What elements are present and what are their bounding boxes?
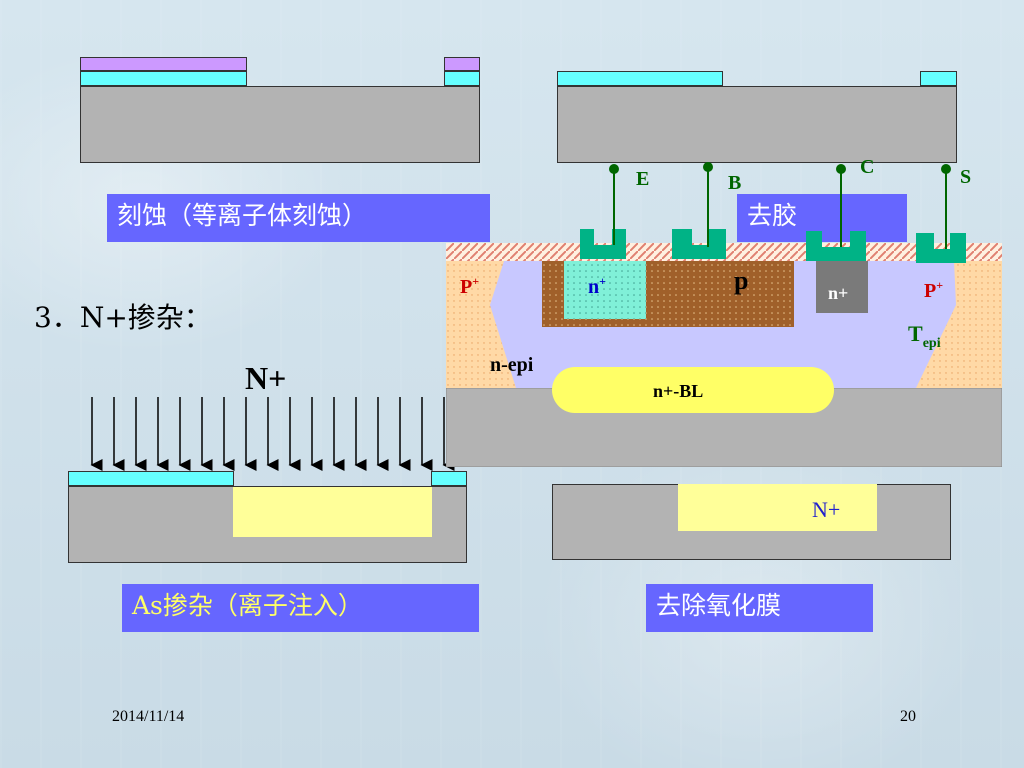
n-plus-buried-layer — [552, 367, 834, 413]
terminal-e: E — [636, 168, 649, 190]
n-plus-emitter — [564, 261, 646, 319]
etch-caption: 刻蚀（等离子体刻蚀） — [107, 194, 490, 242]
oxide-right — [444, 71, 480, 86]
photoresist-left — [80, 57, 247, 71]
tepi-label: Tepi — [908, 321, 941, 351]
photoresist-right — [444, 57, 480, 71]
implant-caption: As掺杂（离子注入） — [122, 584, 479, 632]
implant-arrows — [90, 397, 455, 471]
remove-oxide-caption: 去除氧化膜 — [646, 584, 873, 632]
p-plus-right: P+ — [924, 278, 943, 302]
terminal-s: S — [960, 166, 971, 188]
base-contact — [672, 229, 726, 259]
emitter-label: n+ — [588, 274, 606, 298]
oxide-left — [557, 71, 723, 86]
p-plus-left: P+ — [460, 274, 479, 298]
oxide-left — [80, 71, 247, 86]
substrate-contact — [916, 233, 966, 263]
buried-region — [678, 484, 877, 531]
step3-title: 3．N+掺杂： — [34, 301, 212, 334]
footer-date: 2014/11/14 — [112, 708, 185, 725]
oxide-left — [68, 471, 234, 486]
epi-label: n-epi — [490, 354, 534, 376]
n-plus-collector — [816, 261, 868, 313]
metal-contacts — [580, 229, 966, 263]
collector-contact — [806, 231, 866, 261]
oxide-right — [431, 471, 467, 486]
terminal-leads — [609, 162, 951, 249]
oxide-right — [920, 71, 957, 86]
transistor-cross-section: E B C S P+ P+ n+ p n+ n-epi Tepi n+-BL — [446, 156, 1002, 467]
buried-layer-label: n+-BL — [653, 381, 703, 401]
footer-page-number: 20 — [900, 708, 916, 725]
implanted-region — [233, 487, 432, 537]
substrate — [80, 86, 480, 163]
substrate — [557, 86, 957, 163]
buried-region-label: N+ — [812, 497, 841, 522]
terminal-b: B — [728, 172, 741, 194]
implant-label: N+ — [245, 360, 287, 396]
collector-label: n+ — [828, 283, 848, 303]
base-label: p — [734, 266, 748, 295]
terminal-c: C — [860, 156, 874, 178]
